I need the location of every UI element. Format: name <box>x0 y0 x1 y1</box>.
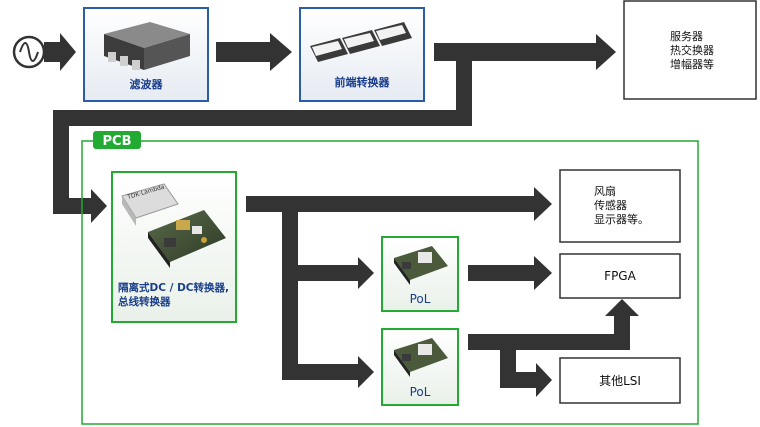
arrow-down-to-pcb <box>53 61 472 223</box>
arrow-pol1-to-fpga <box>468 256 552 290</box>
pcb-tag-label: PCB <box>103 134 132 149</box>
pcb-region: PCB <box>81 131 699 425</box>
filter-module-image <box>104 22 190 70</box>
pol-2-box[interactable]: PoL <box>381 328 459 406</box>
arrow-trunk-to-pol1 <box>290 257 374 289</box>
pcb-tag <box>93 131 141 149</box>
isolated-dcdc-line-2: 总线转换器 <box>118 295 171 308</box>
sine-wave-icon <box>19 42 39 62</box>
loads-top-box[interactable]: 服务器 热交换器 增幅器等 <box>623 0 757 100</box>
front-converter-label: 前端转换器 <box>335 75 391 89</box>
fan-group-line-1: 风扇 <box>594 184 616 198</box>
loads-top-line-3: 增幅器等 <box>670 57 714 71</box>
fpga-label: FPGA <box>604 269 636 283</box>
fan-group-line-3: 显示器等。 <box>594 212 649 226</box>
arrow-pol2-to-fpga <box>468 299 639 350</box>
loads-top-line-1: 服务器 <box>670 30 703 43</box>
arrow-filter-to-front <box>216 33 292 71</box>
loads-top-line-2: 热交换器 <box>670 43 714 57</box>
pol-1-label: PoL <box>410 292 431 306</box>
arrow-trunk-to-pol2 <box>290 356 374 388</box>
fpga-box[interactable]: FPGA <box>559 253 681 299</box>
fan-group-box[interactable]: 风扇 传感器 显示器等。 <box>559 169 681 243</box>
ac-source <box>12 35 46 69</box>
other-lsi-label: 其他LSI <box>599 374 641 388</box>
connectors <box>44 33 639 397</box>
front-converter-box[interactable]: 前端转换器 <box>299 7 425 102</box>
trunk-vertical <box>282 204 298 380</box>
arrow-isolated-to-fan <box>246 187 552 221</box>
pol-2-label: PoL <box>410 385 431 399</box>
arrow-front-to-loads <box>434 34 616 70</box>
pol-1-module-image <box>394 246 448 285</box>
other-lsi-box[interactable]: 其他LSI <box>559 357 681 404</box>
pol-2-module-image <box>394 338 448 377</box>
fan-group-line-2: 传感器 <box>594 199 627 212</box>
front-converter-image <box>310 22 412 62</box>
isolated-dcdc-line-1: 隔离式DC / DC转换器, <box>118 281 229 294</box>
filter-label: 滤波器 <box>130 77 164 91</box>
pol-1-box[interactable]: PoL <box>381 236 459 312</box>
arrow-source-to-filter <box>44 33 76 71</box>
isolated-dcdc-image: TDK·Lambda <box>121 183 226 268</box>
isolated-dcdc-box[interactable]: TDK·Lambda 隔离式DC / DC转换器, 总线转换器 <box>111 171 237 323</box>
filter-box[interactable]: 滤波器 <box>83 7 209 102</box>
arrow-pol2-to-lsi <box>500 342 552 397</box>
